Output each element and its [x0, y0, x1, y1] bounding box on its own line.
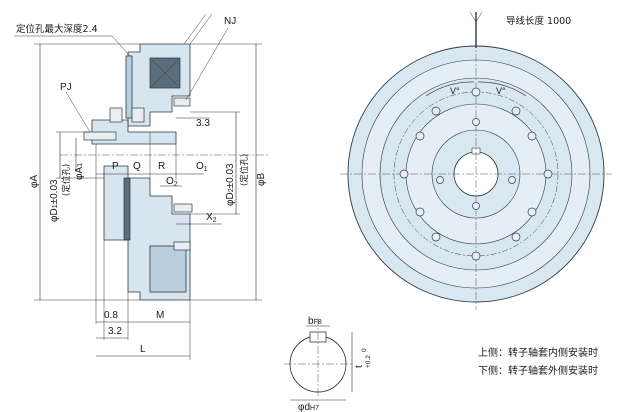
coil-cross	[151, 59, 179, 87]
dim-t-tol-upper: +0.2	[365, 355, 372, 368]
dim-q: Q	[133, 161, 141, 172]
dim-d2: φD2±0.03	[225, 163, 236, 206]
hole	[415, 207, 425, 217]
angle-v1: V°	[450, 86, 460, 96]
dim-a1: φA1	[74, 163, 85, 180]
dim-o1: O1	[196, 161, 208, 173]
label-nj: NJ	[224, 16, 236, 27]
hole	[415, 131, 425, 141]
dim-x2: X2	[206, 212, 217, 224]
hole	[471, 87, 481, 97]
dim-d1-note: (定位孔)	[61, 164, 72, 196]
hole	[508, 176, 516, 184]
nj-bolt	[173, 97, 191, 107]
lead-wire-2	[189, 13, 213, 45]
leader-top-note-2	[111, 35, 131, 57]
dim-t: t	[354, 365, 365, 368]
angle-v2: V°	[496, 86, 506, 96]
hole	[527, 207, 537, 217]
legend-upper: 上侧：转子轴套内侧安装时	[478, 346, 598, 359]
front-lead-tip	[469, 11, 483, 23]
dim-t-tol-lower: 0	[361, 348, 368, 352]
rotor-plate-lower	[123, 177, 131, 241]
rotor-plate-upper	[125, 55, 133, 119]
hole	[471, 251, 481, 261]
label-pj: PJ	[60, 82, 72, 93]
hole	[543, 169, 553, 179]
leader-nj	[185, 27, 229, 101]
hole	[399, 169, 409, 179]
legend-lower: 下侧：转子轴套外侧安装时	[478, 364, 598, 377]
screw-upper	[109, 107, 123, 123]
front-view	[340, 11, 612, 310]
pj-bolt	[83, 131, 117, 141]
dim-b: φB	[256, 173, 267, 186]
bolt-lower-2	[173, 241, 191, 251]
hole	[527, 131, 537, 141]
angle-arc-1	[425, 81, 475, 97]
hole	[511, 106, 521, 116]
lead-wire	[183, 13, 207, 45]
dim-a: φA	[29, 175, 40, 188]
top-note: 定位孔最大深度2.4	[16, 23, 98, 35]
dim-0-8: 0.8	[104, 310, 118, 321]
coil-lower	[149, 245, 187, 293]
bolt-lower-1	[173, 203, 193, 213]
dim-d2-note: (定位孔)	[239, 154, 250, 186]
lead-length: 导线长度 1000	[506, 15, 571, 27]
leader-pj	[65, 91, 91, 133]
dim-l: L	[140, 344, 146, 355]
side-section-view	[14, 13, 270, 360]
hole	[436, 176, 444, 184]
angle-arc-2	[477, 81, 527, 97]
holes	[399, 87, 553, 261]
hole	[511, 232, 521, 242]
dim-r: R	[158, 161, 165, 172]
dim-dh7: φdH7	[298, 402, 319, 412]
dim-3-2: 3.2	[108, 326, 122, 337]
dim-o2: O2	[166, 176, 178, 188]
keyway-detail	[284, 318, 353, 401]
hole	[472, 202, 480, 210]
dim-m: M	[156, 310, 164, 321]
screw-upper-2	[131, 107, 145, 123]
dim-3-3: 3.3	[196, 118, 210, 129]
dim-p: P	[112, 161, 119, 172]
dim-bf8: bF8	[308, 316, 322, 327]
hole	[431, 232, 441, 242]
dim-d1: φD1±0.03	[49, 179, 60, 222]
hole	[472, 118, 480, 126]
hole	[431, 106, 441, 116]
